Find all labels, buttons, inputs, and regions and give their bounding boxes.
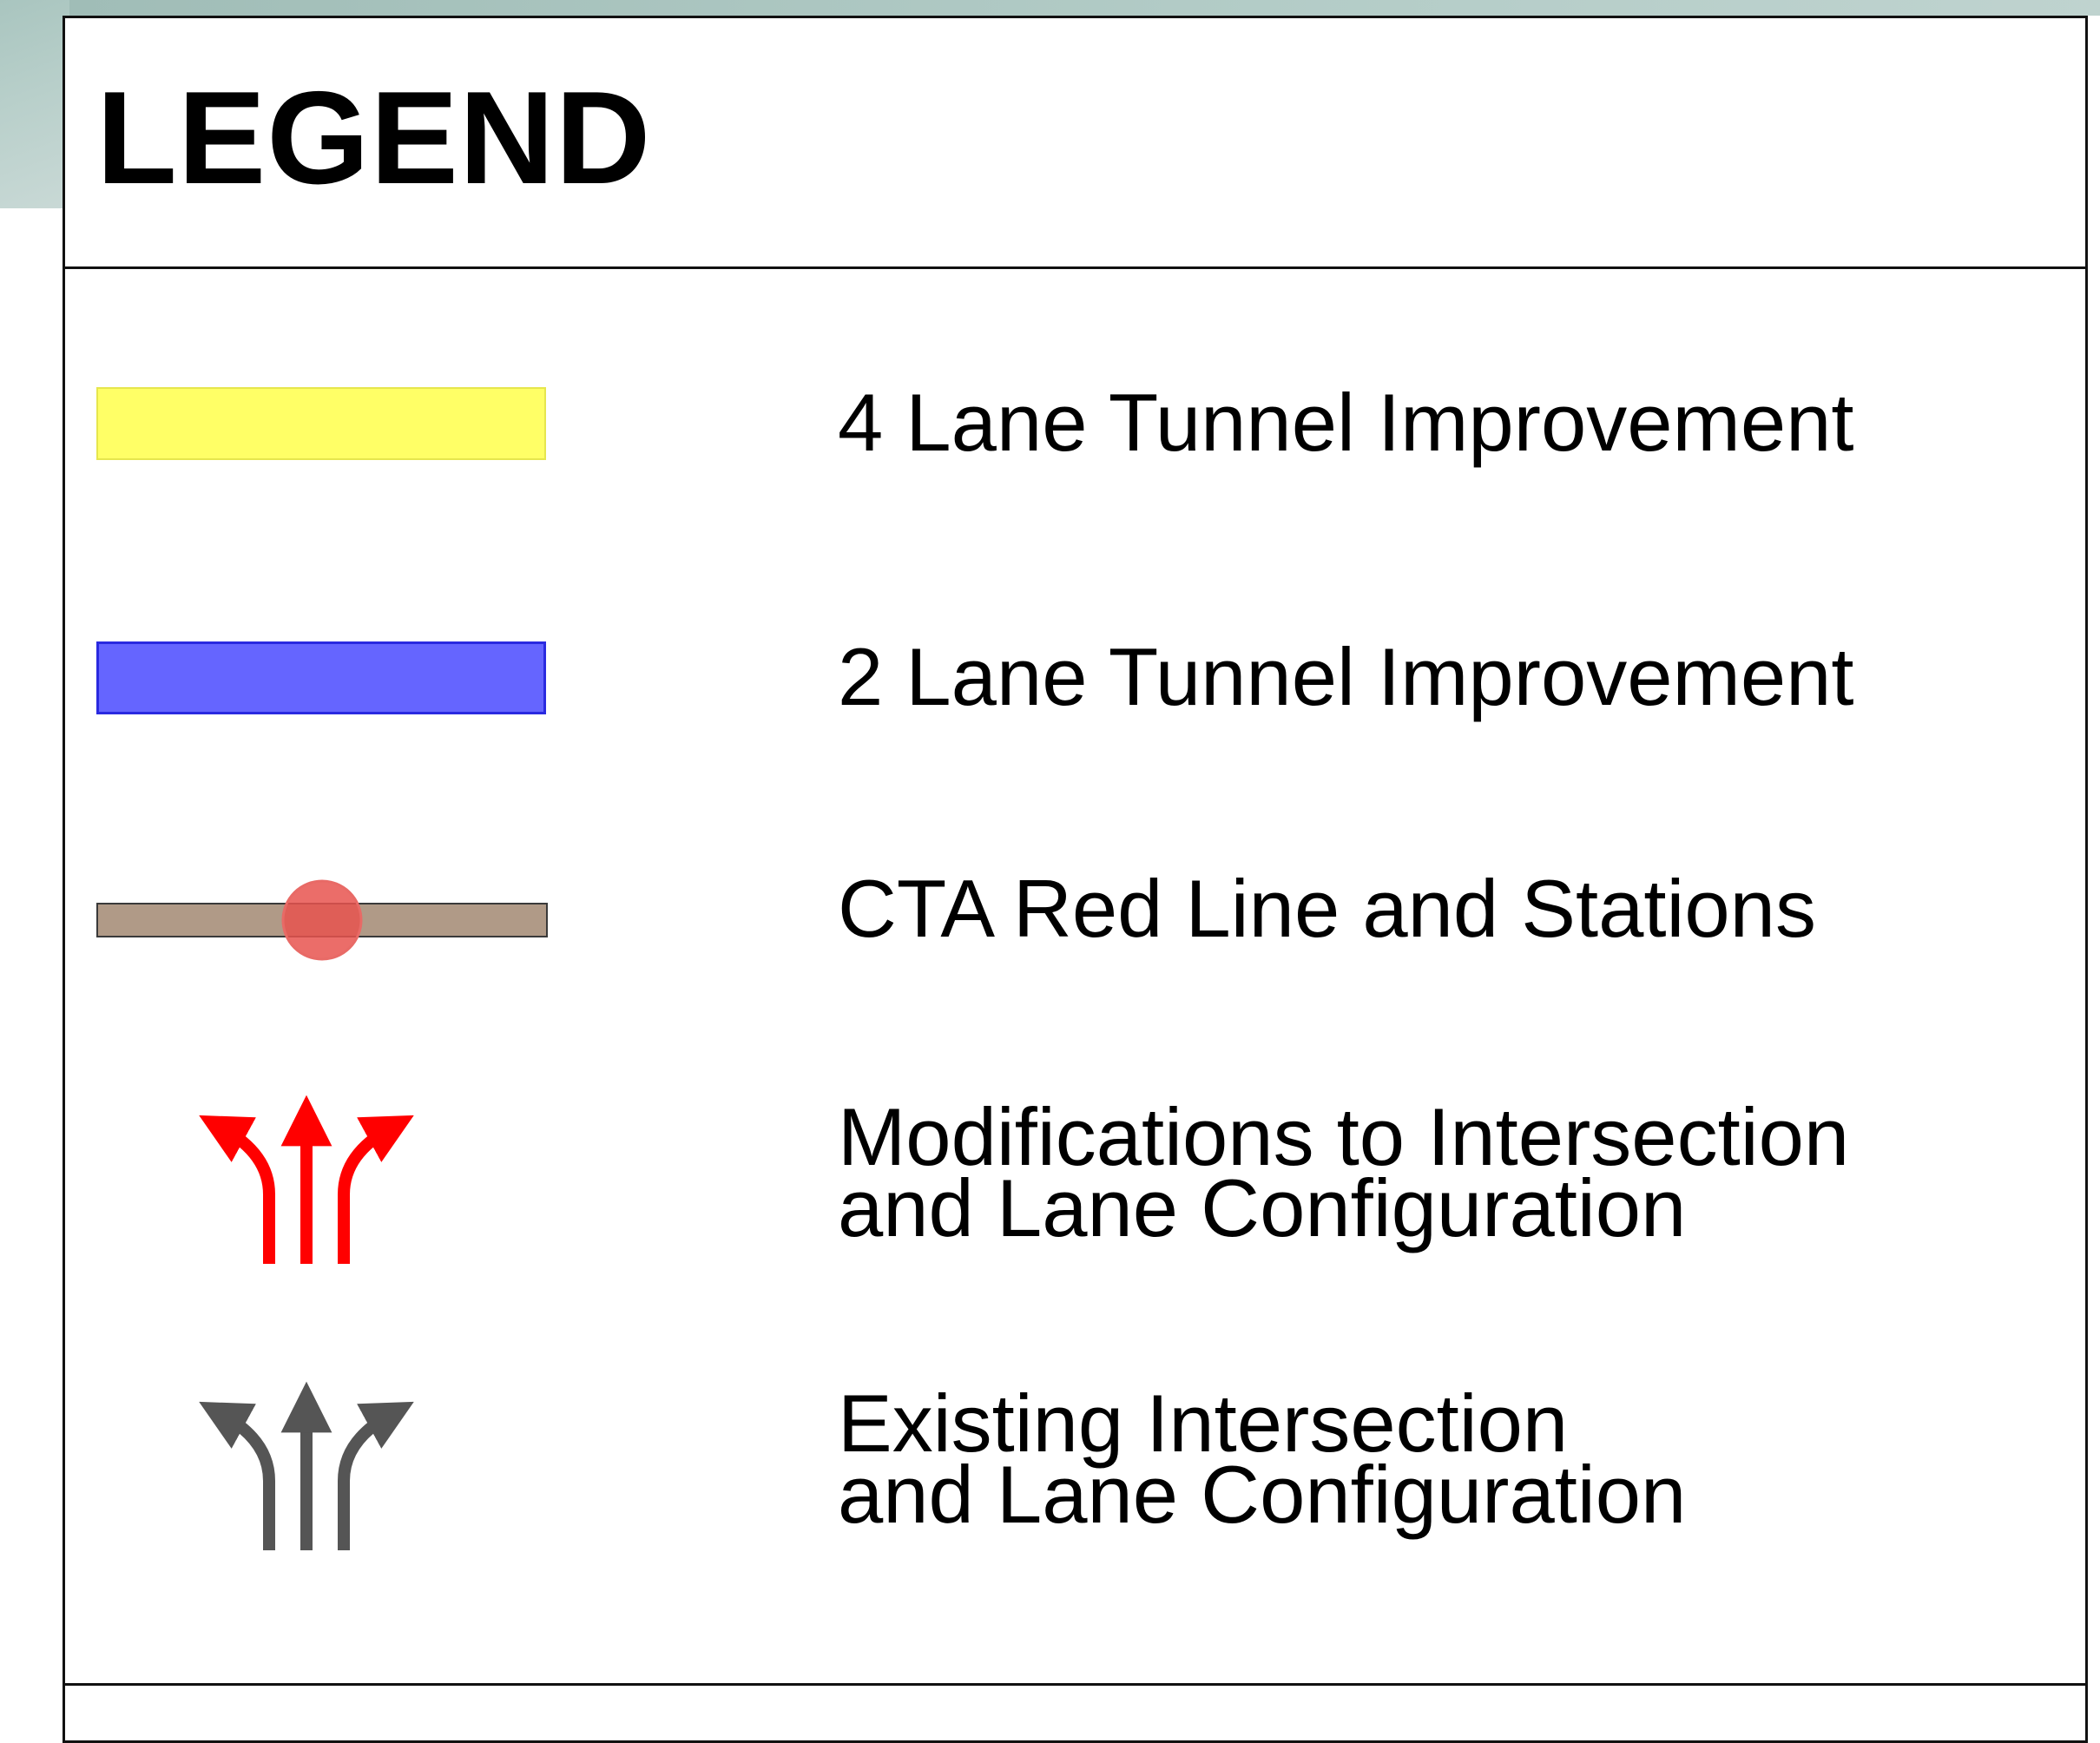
- existing-intersection-label-line1: Existing Intersection: [838, 1378, 1569, 1469]
- legend-header: LEGEND: [65, 18, 2085, 270]
- station-dot-icon: [281, 879, 363, 961]
- left-turn-arrow-icon: [199, 1401, 275, 1550]
- four-lane-tunnel-label: 4 Lane Tunnel Improvement: [838, 377, 1854, 468]
- map-background: [0, 0, 69, 208]
- map-background-strip: [0, 0, 2100, 16]
- legend-footer-divider: [65, 1683, 2085, 1686]
- modified-intersection-label-line2: and Lane Configuration: [838, 1162, 1687, 1253]
- legend-header-divider: [65, 266, 2085, 269]
- right-turn-arrow-icon: [338, 1115, 414, 1264]
- right-turn-arrow-icon: [338, 1401, 414, 1550]
- existing-intersection-label-line2: and Lane Configuration: [838, 1449, 1687, 1540]
- two-lane-tunnel-label: 2 Lane Tunnel Improvement: [838, 631, 1854, 722]
- cta-red-line-label: CTA Red Line and Stations: [838, 863, 1816, 954]
- left-turn-arrow-icon: [199, 1115, 275, 1264]
- legend-panel: LEGEND 4 Lane Tunnel Improvement 2 Lane …: [63, 16, 2088, 1743]
- four-lane-tunnel-swatch: [96, 387, 546, 460]
- modified-lane-arrows-icon: [199, 1095, 414, 1264]
- legend-title: LEGEND: [96, 64, 652, 212]
- two-lane-tunnel-swatch: [96, 641, 546, 714]
- existing-lane-arrows-icon: [199, 1381, 414, 1550]
- cta-red-line-symbol: [96, 879, 548, 961]
- modified-intersection-label-line1: Modifications to Intersection: [838, 1091, 1850, 1182]
